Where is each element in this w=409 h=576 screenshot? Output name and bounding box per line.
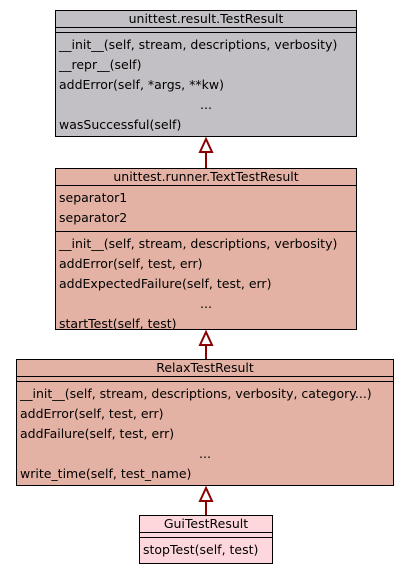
class-attributes: separator1 separator2: [56, 186, 356, 232]
arrow-guitestresult-to-relaxtestresult: [198, 485, 214, 515]
method: startTest(self, test): [59, 316, 177, 331]
class-methods: __init__(self, stream, descriptions, ver…: [17, 382, 393, 484]
method: __init__(self, stream, descriptions, ver…: [20, 386, 372, 401]
class-methods: __init__(self, stream, descriptions, ver…: [56, 232, 356, 334]
method: __init__(self, stream, descriptions, ver…: [59, 236, 338, 251]
class-name: RelaxTestResult: [17, 360, 393, 377]
class-name: unittest.runner.TextTestResult: [56, 169, 356, 186]
attribute: separator1: [59, 190, 128, 205]
method: addError(self, test, err): [59, 256, 203, 271]
method-ellipsis: ...: [199, 446, 211, 461]
method: addFailure(self, test, err): [20, 426, 175, 441]
method: addError(self, *args, **kw): [59, 77, 224, 92]
class-methods: stopTest(self, test): [140, 538, 272, 560]
method: wasSuccessful(self): [59, 117, 182, 132]
arrow-relaxtestresult-to-texttestresult: [198, 329, 214, 359]
class-box-guitestresult: GuiTestResult stopTest(self, test): [139, 515, 273, 564]
method: addExpectedFailure(self, test, err): [59, 276, 272, 291]
method: __init__(self, stream, descriptions, ver…: [59, 37, 338, 52]
class-name: GuiTestResult: [140, 516, 272, 533]
class-attributes: [17, 377, 393, 382]
arrow-texttestresult-to-testresult: [198, 136, 214, 168]
class-box-texttestresult: unittest.runner.TextTestResult separator…: [55, 168, 357, 331]
class-box-relaxtestresult: RelaxTestResult __init__(self, stream, d…: [16, 359, 394, 486]
class-attributes: [56, 28, 356, 33]
method: addError(self, test, err): [20, 406, 164, 421]
class-methods: __init__(self, stream, descriptions, ver…: [56, 33, 356, 135]
method: stopTest(self, test): [143, 542, 259, 557]
method-ellipsis: ...: [200, 296, 212, 311]
attribute: separator2: [59, 210, 128, 225]
class-attributes: [140, 533, 272, 538]
method: __repr__(self): [59, 57, 142, 72]
class-box-testresult: unittest.result.TestResult __init__(self…: [55, 10, 357, 137]
class-name: unittest.result.TestResult: [56, 11, 356, 28]
method-ellipsis: ...: [200, 97, 212, 112]
method: write_time(self, test_name): [20, 466, 192, 481]
